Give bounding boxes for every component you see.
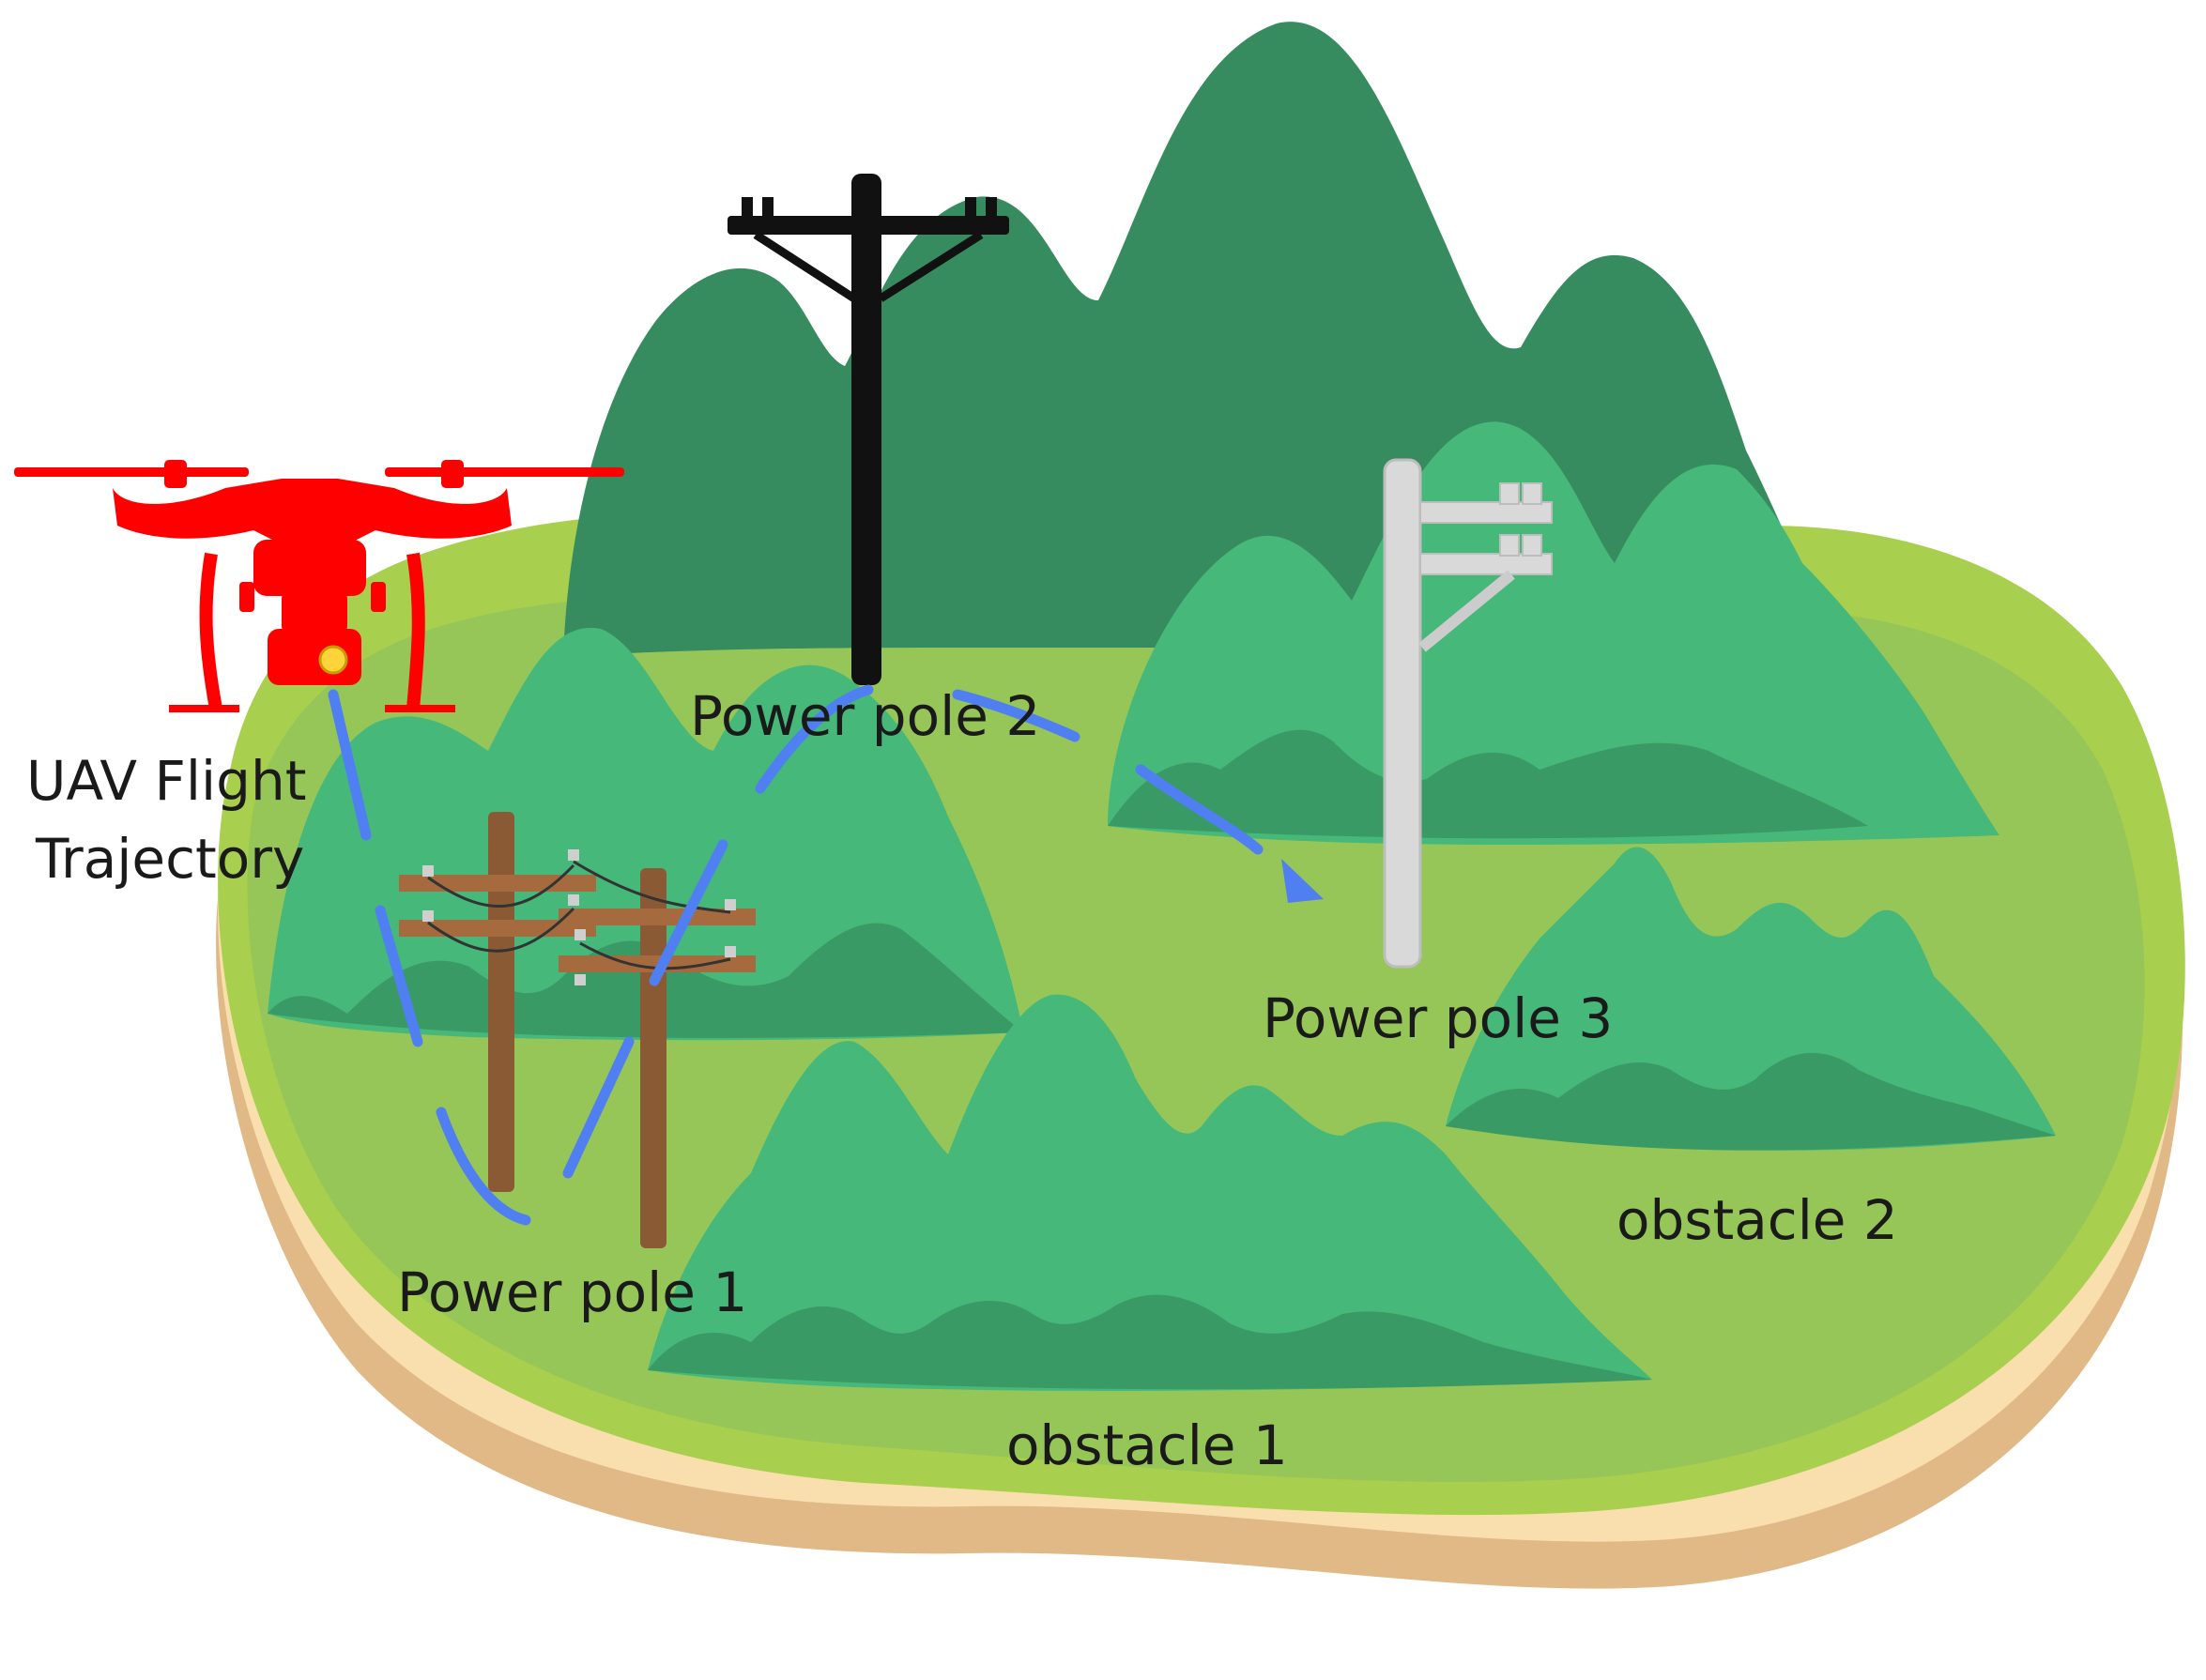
right-mountain-group	[1108, 421, 1999, 845]
uav-flight-trajectory	[328, 684, 1264, 1226]
obstacle-1-mountains	[648, 994, 1652, 1391]
black-power-pole-icon	[728, 174, 1009, 685]
obstacle-1-label: obstacle 1	[1006, 1413, 1288, 1477]
power-pole-1-label: Power pole 1	[397, 1260, 747, 1324]
arrowhead-icon	[1281, 859, 1324, 903]
uav-trajectory-label-line2: Trajectory	[35, 827, 304, 891]
power-pole-3-label: Power pole 3	[1263, 986, 1613, 1050]
uav-trajectory-label-line1: UAV Flight	[26, 749, 306, 813]
wooden-power-pole-icon	[399, 812, 756, 1248]
white-power-pole-icon	[1383, 458, 1553, 969]
obstacle-2-label: obstacle 2	[1616, 1188, 1898, 1252]
drone-camera-lens	[318, 645, 348, 675]
power-pole-2-label: Power pole 2	[690, 684, 1040, 748]
obstacle-2-mountains	[1446, 847, 2056, 1151]
